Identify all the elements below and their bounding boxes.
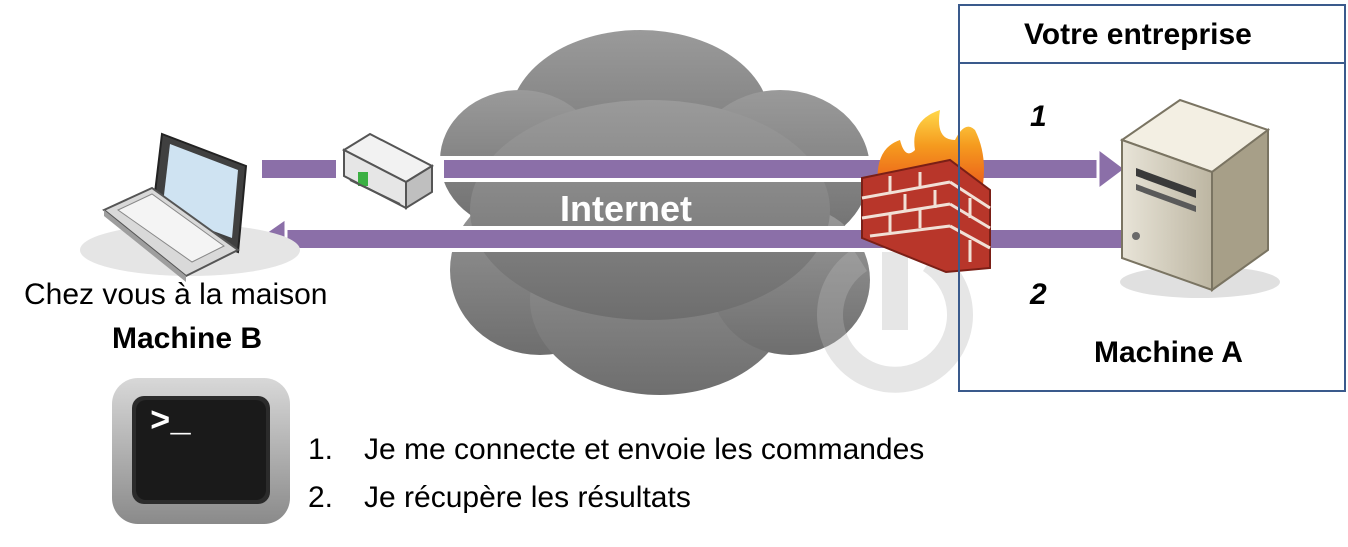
step-number: 1. xyxy=(308,433,334,466)
steps-list: 1. Je me connecte et envoie les commande… xyxy=(308,426,924,522)
router-icon xyxy=(341,132,435,210)
internet-label: Internet xyxy=(560,188,693,229)
machine-b-label: Machine B xyxy=(112,322,263,355)
step-text: Je récupère les résultats xyxy=(364,481,691,514)
laptop-icon xyxy=(80,132,300,282)
step-item: 2. Je récupère les résultats xyxy=(308,474,924,522)
request-number: 1 xyxy=(1030,100,1047,133)
response-number: 2 xyxy=(1030,278,1047,311)
home-location-label: Chez vous à la maison xyxy=(24,278,328,311)
terminal-icon xyxy=(112,378,290,524)
server-icon xyxy=(1119,98,1280,298)
step-text: Je me connecte et envoie les commandes xyxy=(364,433,925,466)
company-header: Votre entreprise xyxy=(960,6,1344,64)
terminal-prompt: >_ xyxy=(150,404,191,442)
company-title: Votre entreprise xyxy=(1024,18,1252,51)
machine-a-label: Machine A xyxy=(1094,336,1243,369)
company-zone: Votre entreprise Machine A xyxy=(958,4,1346,392)
step-number: 2. xyxy=(308,481,334,514)
step-item: 1. Je me connecte et envoie les commande… xyxy=(308,426,924,474)
